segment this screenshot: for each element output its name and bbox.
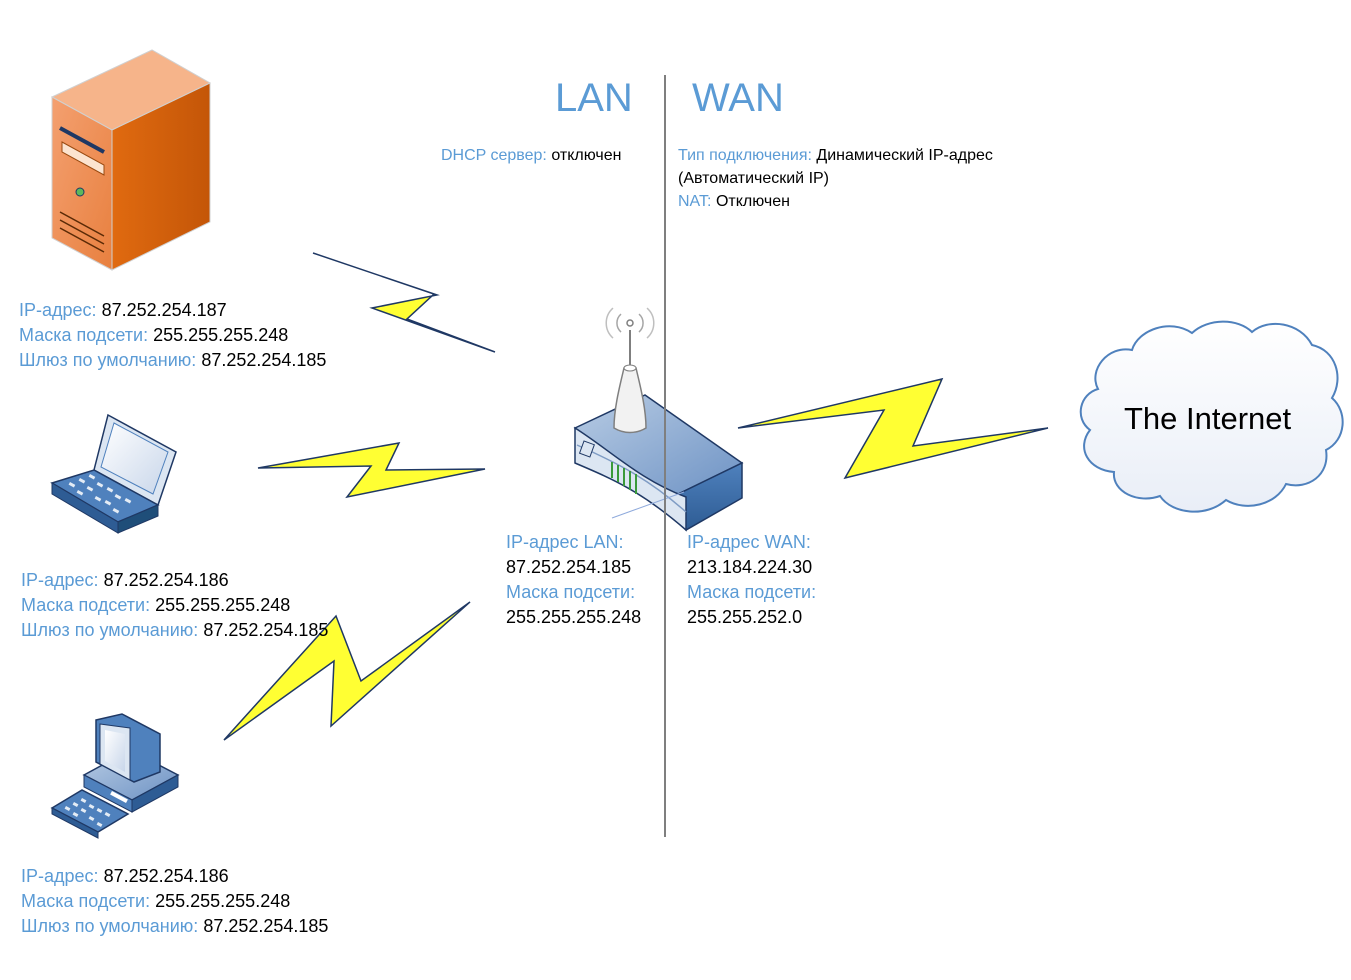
nat-row: NAT: Отключен: [678, 190, 993, 213]
ip-value: 87.252.254.186: [103, 570, 229, 590]
gateway-key: Шлюз по умолчанию:: [21, 620, 199, 640]
mask-value: 255.255.255.248: [155, 595, 291, 615]
ip-key: IP-адрес:: [19, 300, 97, 320]
desktop-mask-row: Маска подсети: 255.255.255.248: [21, 889, 328, 914]
wan-heading: WAN: [692, 76, 784, 120]
mask-value: 255.255.255.248: [155, 891, 291, 911]
mask-value: 255.255.255.248: [153, 325, 289, 345]
server-info: IP-адрес: 87.252.254.187 Маска подсети: …: [19, 298, 326, 373]
wireless-link-icon: [223, 601, 471, 741]
gateway-key: Шлюз по умолчанию:: [21, 916, 199, 936]
mask-key: Маска подсети:: [21, 891, 151, 911]
router-lan-mask-key: Маска подсети:: [506, 582, 636, 602]
mask-key: Маска подсети:: [19, 325, 149, 345]
laptop-gateway-row: Шлюз по умолчанию: 87.252.254.185: [21, 618, 328, 643]
internet-label: The Internet: [1124, 401, 1292, 436]
router-wan-mask-value: 255.255.252.0: [687, 607, 803, 627]
laptop-info: IP-адрес: 87.252.254.186 Маска подсети: …: [21, 568, 328, 643]
connection-type-value: Динамический IP-адрес: [816, 147, 993, 164]
nat-key: NAT:: [678, 193, 712, 210]
server-ip-row: IP-адрес: 87.252.254.187: [19, 298, 326, 323]
dhcp-value: отключен: [551, 147, 622, 164]
laptop-ip-row: IP-адрес: 87.252.254.186: [21, 568, 328, 593]
desktop-info: IP-адрес: 87.252.254.186 Маска подсети: …: [21, 864, 328, 939]
desktop-gateway-row: Шлюз по умолчанию: 87.252.254.185: [21, 914, 328, 939]
wireless-router-icon: [573, 307, 744, 532]
connection-type-value-cont: (Автоматический IP): [678, 170, 830, 187]
router-wan-info: IP-адрес WAN: 213.184.224.30 Маска подсе…: [687, 530, 816, 630]
router-lan-ip-value: 87.252.254.185: [506, 557, 632, 577]
lan-wan-divider: [664, 75, 666, 837]
router-wan-mask-key: Маска подсети:: [687, 582, 817, 602]
mask-key: Маска подсети:: [21, 595, 151, 615]
router-wan-ip-key: IP-адрес WAN:: [687, 532, 811, 552]
laptop-mask-row: Маска подсети: 255.255.255.248: [21, 593, 328, 618]
server-icon: [50, 49, 212, 271]
server-mask-row: Маска подсети: 255.255.255.248: [19, 323, 326, 348]
connection-type-row: Тип подключения: Динамический IP-адрес: [678, 144, 993, 167]
wan-settings: Тип подключения: Динамический IP-адрес (…: [678, 144, 993, 213]
gateway-key: Шлюз по умолчанию:: [19, 350, 197, 370]
desktop-computer-icon: [50, 713, 180, 839]
wireless-links: [223, 252, 1049, 741]
wireless-link-icon: [312, 252, 496, 353]
wireless-link-icon: [737, 377, 1049, 480]
router-wan-ip-value: 213.184.224.30: [687, 557, 813, 577]
connection-type-key: Тип подключения:: [678, 147, 812, 164]
ip-key: IP-адрес:: [21, 570, 99, 590]
wireless-link-icon: [257, 442, 486, 499]
ip-key: IP-адрес:: [21, 866, 99, 886]
ip-value: 87.252.254.186: [103, 866, 229, 886]
dhcp-key: DHCP сервер:: [441, 147, 547, 164]
gateway-value: 87.252.254.185: [203, 916, 329, 936]
gateway-value: 87.252.254.185: [203, 620, 329, 640]
lan-heading: LAN: [555, 76, 633, 120]
nat-value: Отключен: [715, 193, 790, 210]
gateway-value: 87.252.254.185: [201, 350, 327, 370]
laptop-icon: [50, 413, 177, 534]
internet-cloud-icon: [1079, 320, 1344, 513]
router-lan-ip-key: IP-адрес LAN:: [506, 532, 624, 552]
desktop-ip-row: IP-адрес: 87.252.254.186: [21, 864, 328, 889]
router-lan-info: IP-адрес LAN: 87.252.254.185 Маска подсе…: [506, 530, 641, 630]
server-gateway-row: Шлюз по умолчанию: 87.252.254.185: [19, 348, 326, 373]
router-lan-mask-value: 255.255.255.248: [506, 607, 642, 627]
dhcp-setting: DHCP сервер: отключен: [441, 144, 621, 167]
ip-value: 87.252.254.187: [101, 300, 227, 320]
